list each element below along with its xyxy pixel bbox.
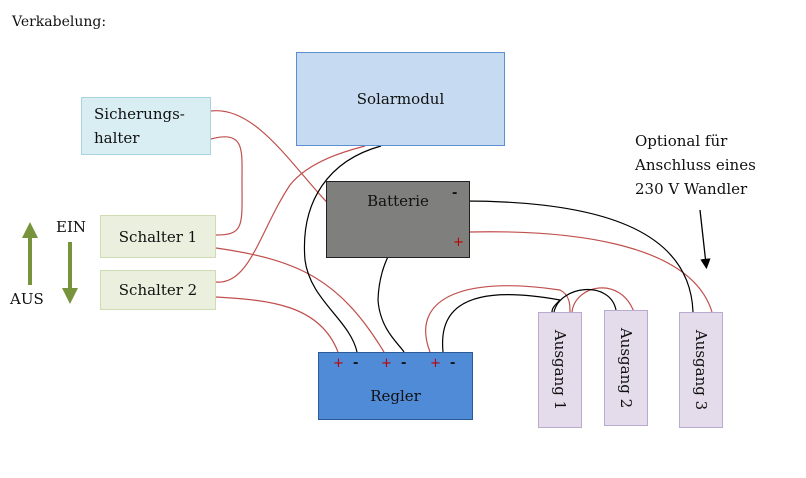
- regler-solar-minus: -: [353, 356, 359, 371]
- output-1-label: Ausgang 1: [551, 329, 569, 411]
- wire-regler-to-out1: [425, 285, 571, 353]
- switch-2: Schalter 2: [100, 270, 216, 310]
- regler-load-plus: +: [430, 356, 441, 371]
- charge-controller-label: Regler: [370, 387, 421, 405]
- wire-fuse-to-switch1: [210, 136, 243, 236]
- wire-out1-to-out2: [571, 287, 635, 313]
- output-3-label: Ausgang 3: [692, 329, 710, 411]
- aus-arrow: [22, 222, 38, 285]
- switch-1: Schalter 1: [100, 215, 216, 258]
- fuse-holder: Sicherungs- halter: [81, 97, 211, 155]
- wire-solar-neg-to-regler: [303, 145, 382, 353]
- battery: Batterie: [326, 181, 470, 258]
- ein-arrow: [62, 242, 78, 304]
- output-1: Ausgang 1: [538, 312, 582, 428]
- battery-label: Batterie: [367, 192, 429, 210]
- wire-battery-neg-to-out3: [455, 200, 694, 313]
- output-2-label: Ausgang 2: [617, 327, 635, 409]
- charge-controller: Regler: [318, 352, 473, 420]
- wire-switch2-to-regler: [215, 296, 339, 353]
- note-line-2: Anschluss eines: [635, 156, 756, 174]
- diagram-title: Verkabelung:: [12, 14, 107, 30]
- switch-2-label: Schalter 2: [118, 281, 198, 299]
- note-line-3: 230 V Wandler: [635, 180, 748, 198]
- solar-module: Solarmodul: [296, 52, 505, 146]
- regler-solar-plus: +: [333, 356, 344, 371]
- wire-switch2-to-solar: [215, 145, 366, 283]
- regler-battery-plus: +: [381, 356, 392, 371]
- battery-minus-terminal: -: [452, 186, 458, 201]
- ein-label: EIN: [56, 218, 86, 236]
- wire-regler-to-out1-neg: [441, 294, 562, 353]
- output-3: Ausgang 3: [679, 312, 723, 428]
- note-line-1: Optional für: [635, 132, 728, 150]
- fuse-holder-label-1: Sicherungs-: [94, 105, 185, 123]
- aus-label: AUS: [10, 290, 44, 308]
- regler-battery-minus: -: [401, 356, 407, 371]
- switch-1-label: Schalter 1: [118, 227, 198, 246]
- wire-switch1-to-regler: [215, 247, 385, 353]
- inverter-note: Optional für Anschluss eines 230 V Wandl…: [635, 129, 756, 201]
- battery-plus-terminal: +: [453, 235, 464, 250]
- wire-out1-to-out2-neg: [553, 288, 617, 313]
- fuse-holder-label-2: halter: [94, 129, 140, 147]
- regler-load-minus: -: [450, 356, 456, 371]
- note-arrow: [699, 209, 711, 270]
- solar-module-label: Solarmodul: [356, 90, 445, 108]
- output-2: Ausgang 2: [604, 310, 648, 426]
